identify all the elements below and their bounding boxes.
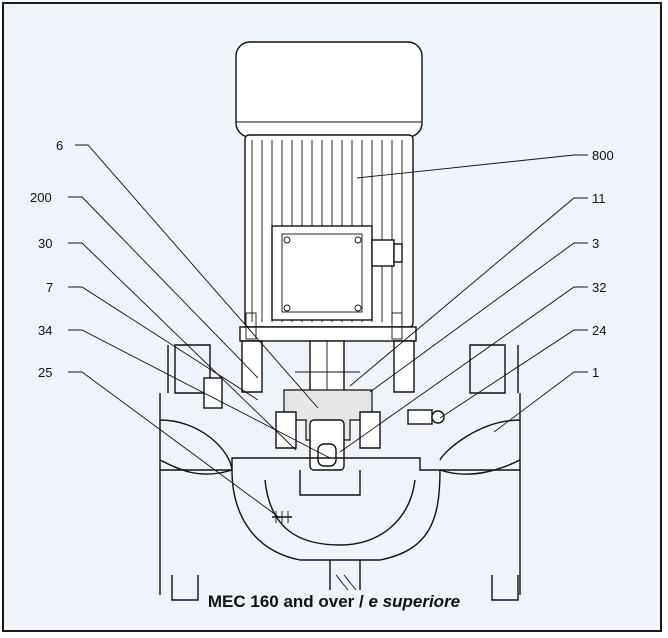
callout-6: 6 <box>56 138 63 153</box>
figure-caption: MEC 160 and over / e superiore <box>0 592 668 612</box>
callout-1: 1 <box>592 365 599 380</box>
callout-34: 34 <box>38 323 52 338</box>
callout-200: 200 <box>30 190 52 205</box>
motor-cap <box>235 41 423 138</box>
leader-lines <box>68 144 588 519</box>
callout-800: 800 <box>592 148 614 163</box>
callout-3: 3 <box>592 236 599 251</box>
pump-casing <box>159 344 521 601</box>
callout-30: 30 <box>38 236 52 251</box>
callouts-left: 6 200 30 7 34 25 <box>30 138 63 380</box>
caption-main: MEC 160 and over / <box>207 592 364 611</box>
callout-11: 11 <box>592 191 606 206</box>
callout-24: 24 <box>592 323 606 338</box>
callout-7: 7 <box>46 280 53 295</box>
motor-body <box>244 134 414 328</box>
callout-32: 32 <box>592 280 606 295</box>
callout-25: 25 <box>38 365 52 380</box>
drain-plug <box>272 511 292 523</box>
caption-italic: e superiore <box>368 592 461 611</box>
callouts-right: 800 11 3 32 24 1 <box>592 148 614 380</box>
